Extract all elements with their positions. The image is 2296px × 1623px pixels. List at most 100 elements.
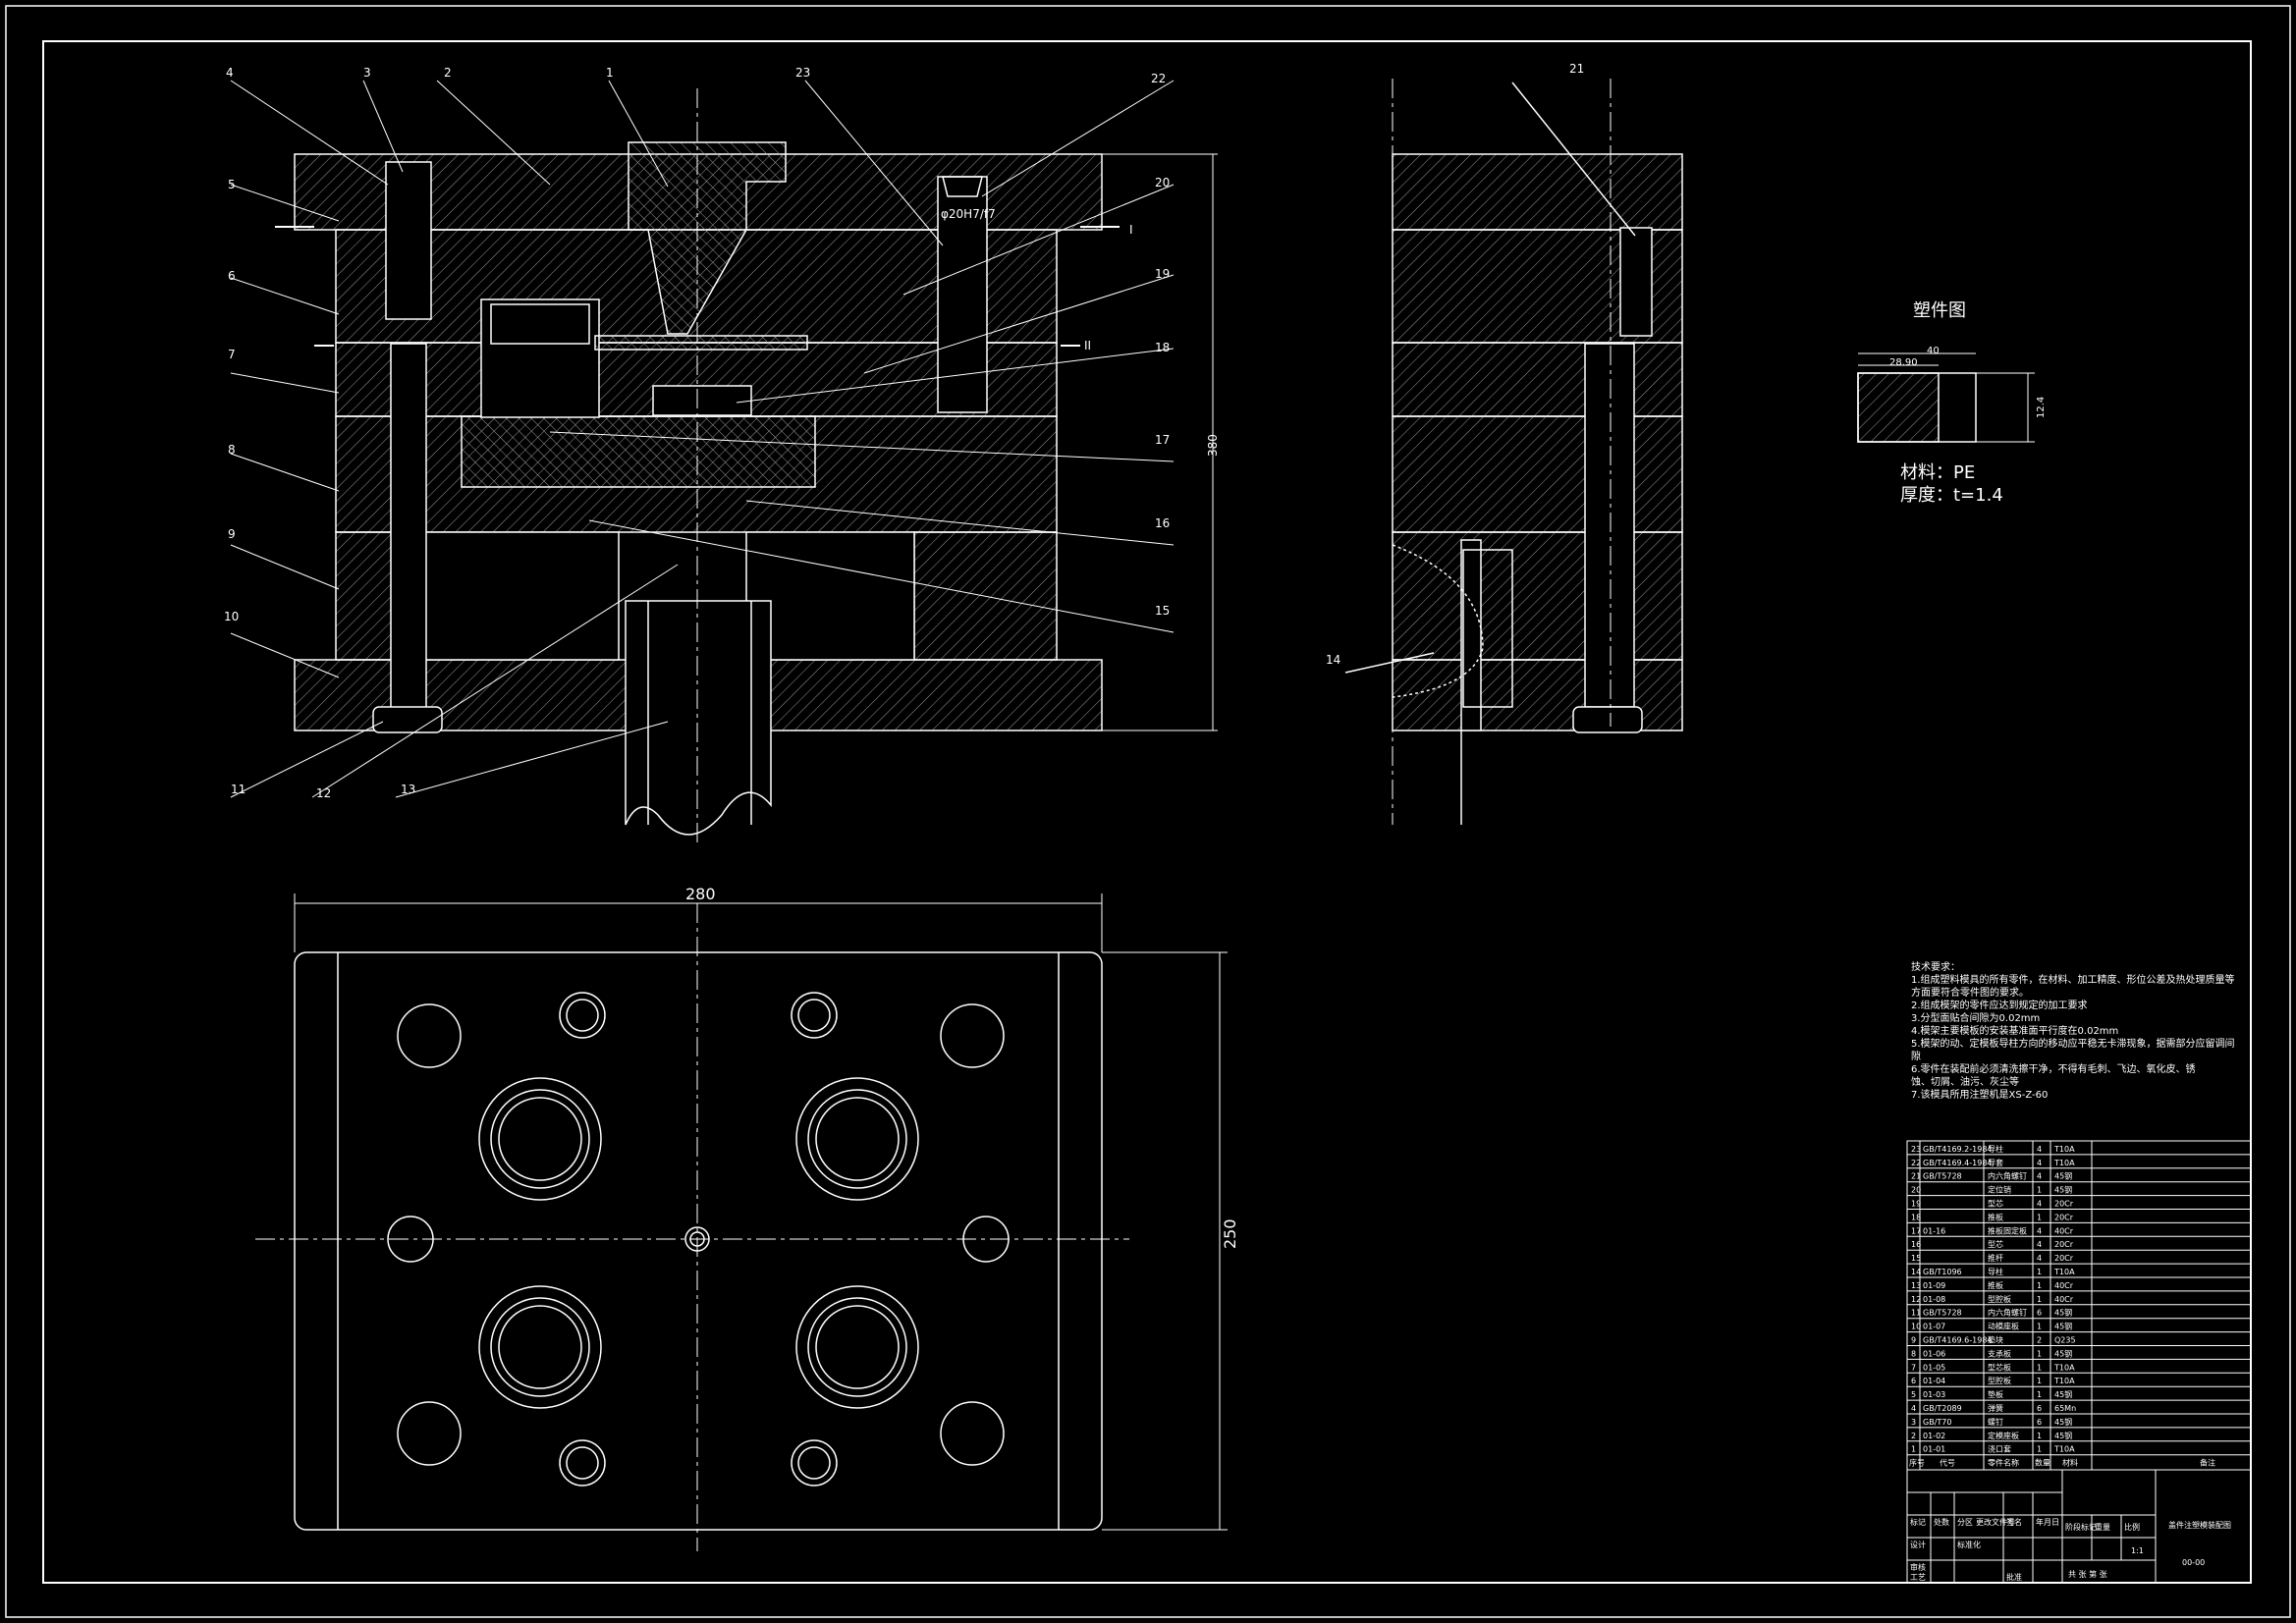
plan-view	[255, 893, 1228, 1551]
bom-cell-no: 15	[1911, 1254, 1921, 1263]
bom-cell-name: 推板	[1988, 1212, 2003, 1221]
front-section-view	[275, 88, 1218, 844]
leader-lines	[230, 80, 1175, 798]
part-label-23: 23	[795, 66, 810, 80]
bom-header-name: 零件名称	[1988, 1458, 2019, 1468]
tb-label: 分区	[1957, 1518, 1973, 1527]
fit-annotation: φ20H7/f7	[941, 207, 996, 221]
bom-cell-mat: 45钢	[2054, 1185, 2072, 1195]
bom-cell-mat: 65Mn	[2054, 1404, 2076, 1413]
plastic-part-drawing	[1857, 352, 2035, 443]
bom-cell-name: 浇口套	[1988, 1444, 2011, 1454]
bom-cell-qty: 1	[2037, 1445, 2042, 1454]
bom-cell-no: 1	[1911, 1445, 1916, 1454]
bom-cell-no: 7	[1911, 1363, 1916, 1372]
part-label-6: 6	[228, 269, 236, 283]
bom-cell-qty: 6	[2037, 1418, 2042, 1427]
bom-cell-mat: 20Cr	[2054, 1240, 2074, 1249]
bom-cell-qty: 4	[2037, 1159, 2042, 1167]
part-label-8: 8	[228, 443, 236, 457]
tech-line: 方面要符合零件图的要求。	[1911, 986, 2029, 999]
bom-cell-code: 01-05	[1923, 1363, 1945, 1372]
bom-cell-code: 01-07	[1923, 1323, 1945, 1331]
bom-cell-code: GB/T70	[1923, 1418, 1951, 1427]
inner-border	[42, 40, 2252, 1584]
bom-cell-code: GB/T4169.4-1984	[1923, 1159, 1993, 1167]
plastic-part-dim-outer: 40	[1927, 346, 1940, 356]
bom-header-code: 代号	[1940, 1458, 1955, 1468]
bom-cell-code: GB/T4169.6-1984	[1923, 1336, 1993, 1345]
tech-line: 隙	[1911, 1050, 1921, 1062]
bom-cell-code: 01-09	[1923, 1281, 1945, 1290]
bom-cell-qty: 1	[2037, 1363, 2042, 1372]
bom-header-qty: 数量	[2035, 1458, 2050, 1468]
side-section-view	[1344, 79, 1683, 825]
bom-cell-mat: T10A	[2053, 1159, 2075, 1167]
bom-cell-qty: 1	[2037, 1295, 2042, 1304]
tb-label: 标记	[1910, 1517, 1926, 1527]
tb-label: 共 张 第 张	[2068, 1569, 2107, 1579]
bom-cell-mat: T10A	[2053, 1445, 2075, 1454]
bom-cell-mat: 45钢	[2054, 1348, 2072, 1358]
bom-cell-name: 垫块	[1988, 1335, 2003, 1345]
bom-cell-name: 内六角螺钉	[1988, 1308, 2027, 1318]
bom-cell-no: 19	[1911, 1200, 1921, 1209]
bom-cell-qty: 1	[2037, 1349, 2042, 1358]
bom-cell-name: 弹簧	[1988, 1403, 2003, 1413]
tb-label: 审核	[1910, 1562, 1926, 1572]
bom-cell-mat: T10A	[2053, 1145, 2075, 1154]
part-label-2: 2	[444, 66, 452, 80]
bom-cell-code: GB/T5728	[1923, 1172, 1962, 1181]
bom-cell-no: 2	[1911, 1432, 1916, 1440]
plastic-part-dim-height: 12.4	[2036, 397, 2047, 418]
bom-cell-qty: 4	[2037, 1226, 2042, 1235]
part-label-1: 1	[606, 66, 614, 80]
bom-cell-qty: 1	[2037, 1432, 2042, 1440]
section-mark-i: I	[1129, 223, 1133, 237]
bom-cell-qty: 2	[2037, 1336, 2042, 1345]
bom-cell-code: GB/T2089	[1923, 1404, 1962, 1413]
tech-line: 2.组成模架的零件应达到规定的加工要求	[1911, 999, 2088, 1011]
bom-cell-no: 22	[1911, 1159, 1921, 1167]
dim-height-plan: 250	[1221, 1218, 1239, 1249]
tb-label: 更改文件号	[1976, 1517, 2015, 1527]
bom-cell-qty: 6	[2037, 1404, 2042, 1413]
bom-cell-name: 型芯	[1988, 1199, 2003, 1209]
bom-cell-name: 导套	[1988, 1158, 2003, 1167]
bom-cell-qty: 4	[2037, 1145, 2042, 1154]
tb-label: 重量	[2095, 1522, 2110, 1532]
part-label-11: 11	[231, 783, 246, 796]
bom-cell-mat: 20Cr	[2054, 1200, 2074, 1209]
bom-cell-qty: 4	[2037, 1200, 2042, 1209]
bom-cell-no: 20	[1911, 1186, 1921, 1195]
bom-cell-no: 3	[1911, 1418, 1916, 1427]
tb-label: 处数	[1934, 1517, 1949, 1527]
part-label-16: 16	[1155, 516, 1170, 530]
bom-cell-no: 11	[1911, 1309, 1921, 1318]
bom-cell-no: 12	[1911, 1295, 1921, 1304]
bom-cell-no: 13	[1911, 1281, 1921, 1290]
tech-line: 5.模架的动、定模板导柱方向的移动应平稳无卡滞现象，据需部分应留调间	[1911, 1037, 2235, 1050]
bom-cell-qty: 1	[2037, 1186, 2042, 1195]
tb-scale: 1:1	[2131, 1546, 2144, 1555]
bom-cell-name: 导柱	[1988, 1267, 2003, 1276]
bom-cell-mat: 45钢	[2054, 1171, 2072, 1181]
bom-cell-mat: 40Cr	[2054, 1295, 2074, 1304]
part-label-4: 4	[226, 66, 234, 80]
bom-cell-name: 内六角螺钉	[1988, 1171, 2027, 1181]
bom-cell-mat: 20Cr	[2054, 1254, 2074, 1263]
bom-cell-qty: 1	[2037, 1281, 2042, 1290]
bom-cell-name: 定模座板	[1988, 1431, 2019, 1440]
bom-cell-qty: 4	[2037, 1240, 2042, 1249]
bom-cell-name: 型芯	[1988, 1239, 2003, 1249]
bom-cell-mat: 45钢	[2054, 1389, 2072, 1399]
bom-cell-no: 18	[1911, 1213, 1921, 1221]
bom-cell-code: 01-06	[1923, 1349, 1945, 1358]
bom-cell-code: 01-03	[1923, 1390, 1945, 1399]
plastic-part-title: 塑件图	[1913, 300, 1966, 321]
tb-drawing-title: 盖件注塑模装配图	[2168, 1520, 2231, 1530]
tech-line: 4.模架主要模板的安装基准面平行度在0.02mm	[1911, 1024, 2118, 1037]
bom-cell-mat: 40Cr	[2054, 1281, 2074, 1290]
part-label-17: 17	[1155, 433, 1170, 447]
